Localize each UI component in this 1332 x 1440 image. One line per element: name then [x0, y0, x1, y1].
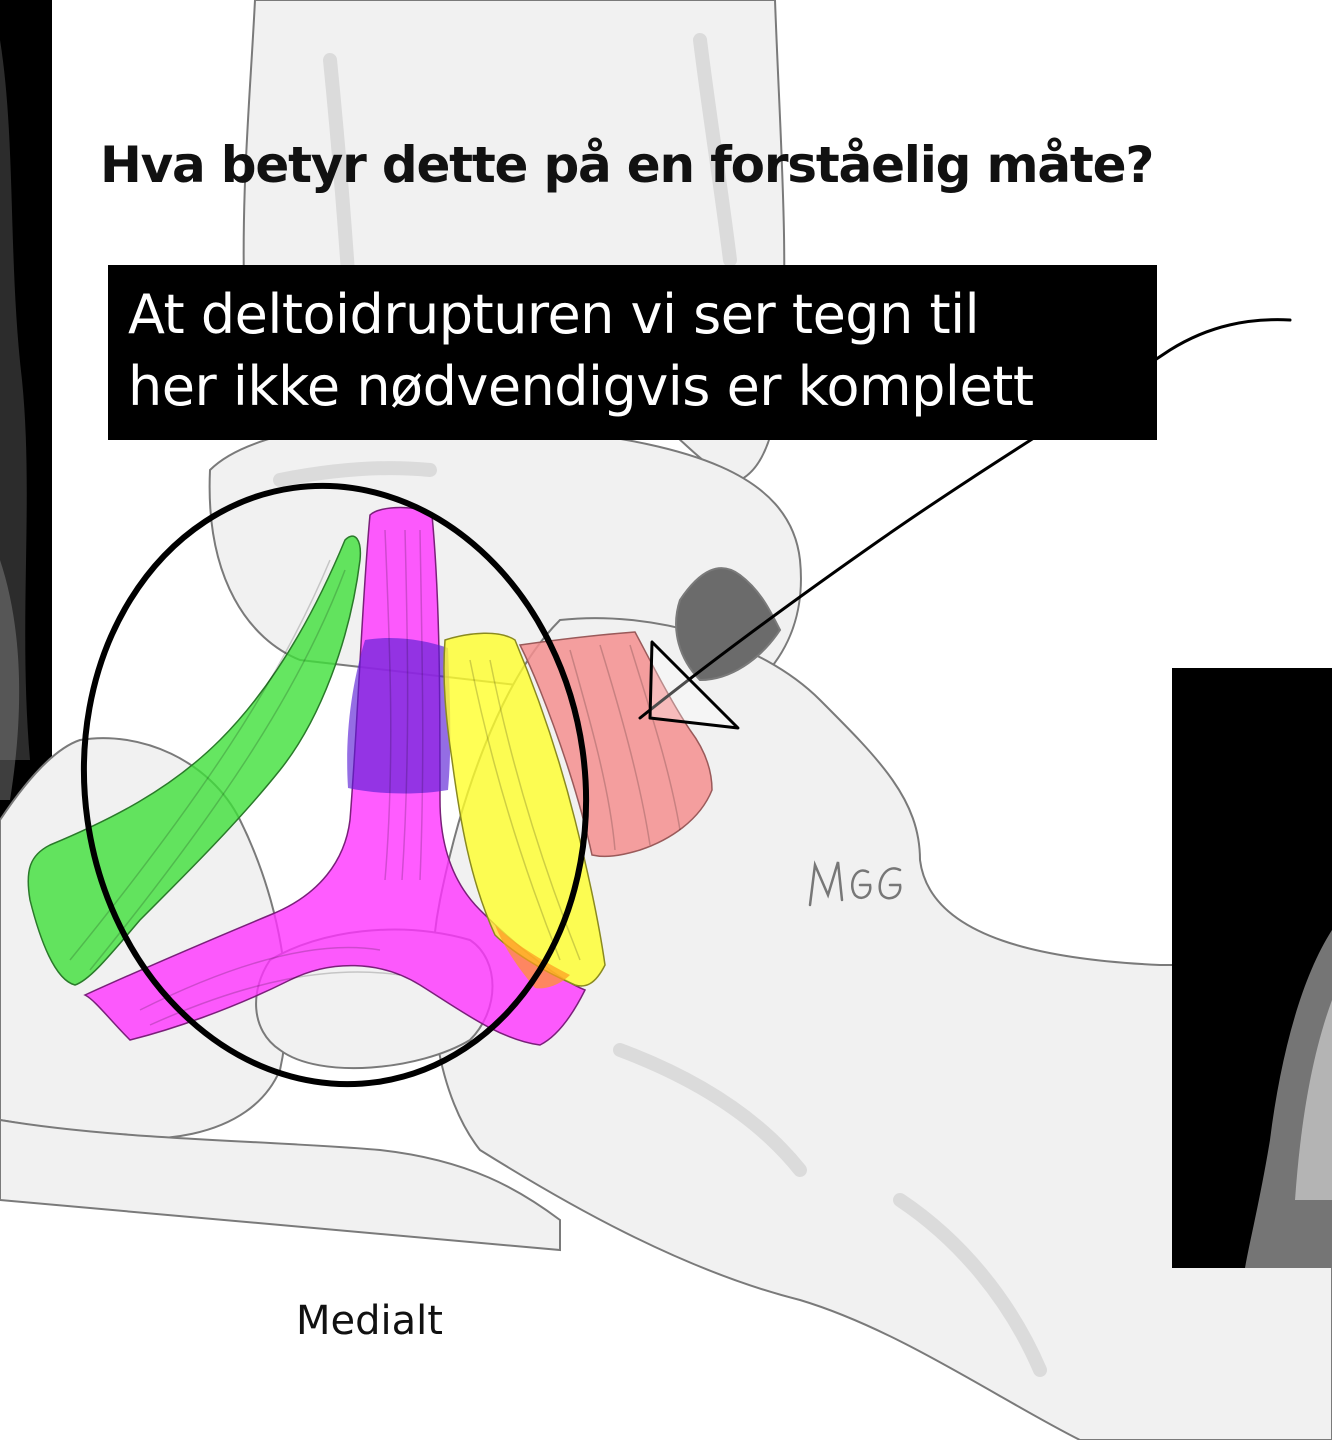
- callout-line-1: At deltoidrupturen vi ser tegn til: [128, 279, 1157, 351]
- xray-panel-right: [1172, 668, 1332, 1268]
- slide-heading: Hva betyr dette på en forståelig måte?: [100, 136, 1153, 194]
- callout-line-2: her ikke nødvendigvis er komplett: [128, 351, 1157, 423]
- xray-panel-left: [0, 0, 52, 825]
- view-label: Medialt: [296, 1298, 443, 1344]
- callout-box: At deltoidrupturen vi ser tegn til her i…: [108, 265, 1157, 440]
- ligament-overlap: [347, 638, 450, 794]
